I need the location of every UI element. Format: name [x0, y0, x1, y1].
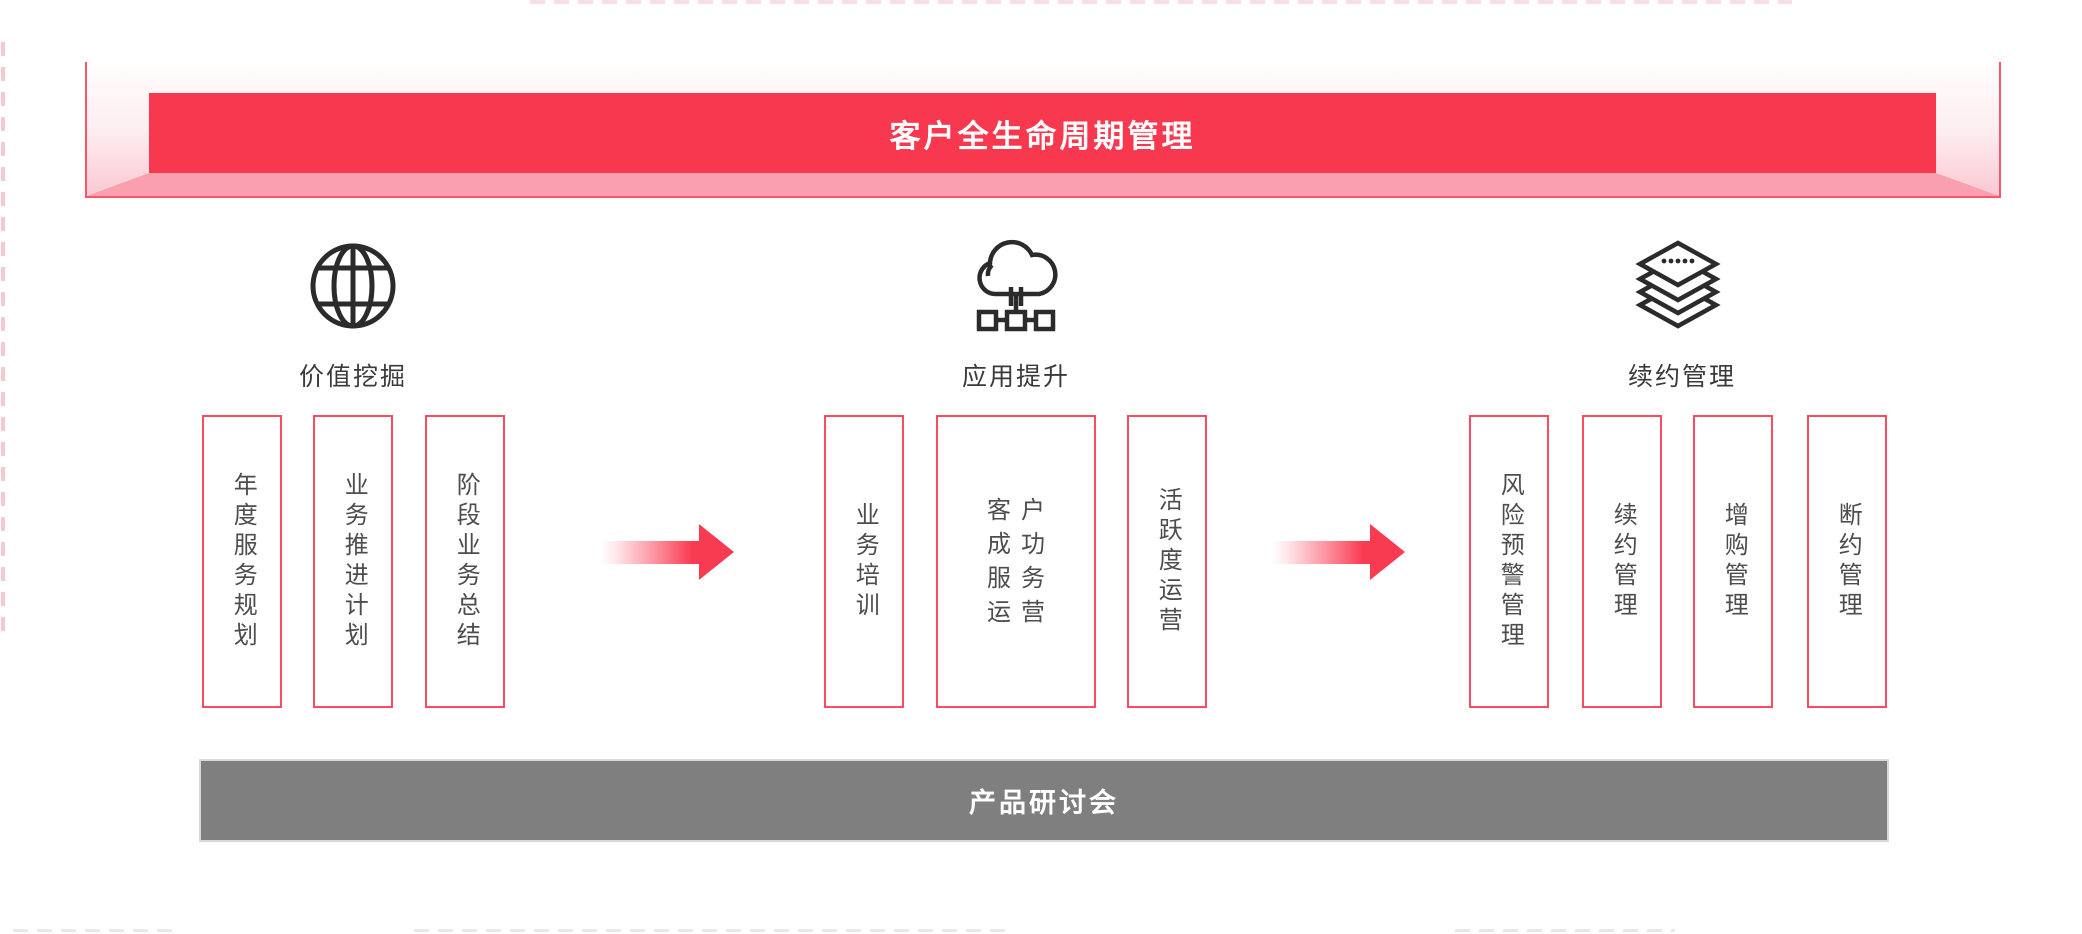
stage-box-phase-summary: 阶段业务总结	[425, 415, 505, 708]
banner-floor-bevel	[87, 173, 1999, 196]
stage-box-business-training: 业务培训	[824, 415, 904, 708]
canvas-edge-dash-bottom	[1455, 929, 1675, 932]
stage-box-label: 增购管理	[1720, 501, 1748, 622]
stage-box-upsell: 增购管理	[1693, 415, 1773, 708]
stage-box-label: 阶段业务总结	[452, 471, 480, 652]
layers-icon	[1635, 240, 1721, 329]
stage-box-customer-success-ops: 客户成功服务运营	[936, 415, 1096, 708]
arrow-head	[699, 524, 734, 580]
globe-icon	[310, 243, 396, 329]
stage-box-business-push-plan: 业务推进计划	[313, 415, 393, 708]
stage-box-label: 续约管理	[1609, 501, 1637, 622]
canvas-edge-dash-left	[1, 42, 5, 642]
stage-box-label: 业务推进计划	[340, 471, 368, 652]
stage-box-activity-ops: 活跃度运营	[1127, 415, 1207, 708]
stage-box-annual-service-plan: 年度服务规划	[202, 415, 282, 708]
banner-3d-frame: 客户全生命周期管理	[85, 62, 2001, 198]
footer-bar: 产品研讨会	[199, 759, 1889, 842]
canvas-edge-dash-bottom	[414, 929, 1008, 932]
section-label-value-mining: 价值挖掘	[298, 363, 407, 391]
stage-box-label: 风险预警管理	[1496, 471, 1524, 652]
stage-box-risk-warning: 风险预警管理	[1469, 415, 1549, 708]
flow-arrow-2	[1271, 524, 1405, 580]
arrow-head	[1370, 524, 1405, 580]
stage-box-label: 客户成功服务运营	[987, 496, 1055, 626]
stage-box-label: 断约管理	[1834, 501, 1862, 622]
stage-box-label: 活跃度运营	[1154, 486, 1182, 637]
section-label-renewal-management: 续约管理	[1627, 363, 1736, 391]
cloud-network-icon	[976, 239, 1058, 332]
arrow-body	[1271, 541, 1371, 564]
canvas-edge-dash-top	[530, 0, 1792, 4]
stage-box-label: 年度服务规划	[229, 471, 257, 652]
section-label-application-improvement: 应用提升	[961, 363, 1070, 391]
stage-box-churn: 断约管理	[1807, 415, 1887, 708]
banner-title-bar: 客户全生命周期管理	[149, 93, 1936, 173]
stage-box-label: 业务培训	[851, 501, 879, 622]
arrow-body	[600, 541, 700, 564]
banner-title: 客户全生命周期管理	[889, 118, 1196, 154]
flow-arrow-1	[600, 524, 734, 580]
stage-box-renewal: 续约管理	[1582, 415, 1662, 708]
footer-label: 产品研讨会	[969, 788, 1119, 818]
canvas-edge-dash-bottom	[13, 929, 173, 932]
